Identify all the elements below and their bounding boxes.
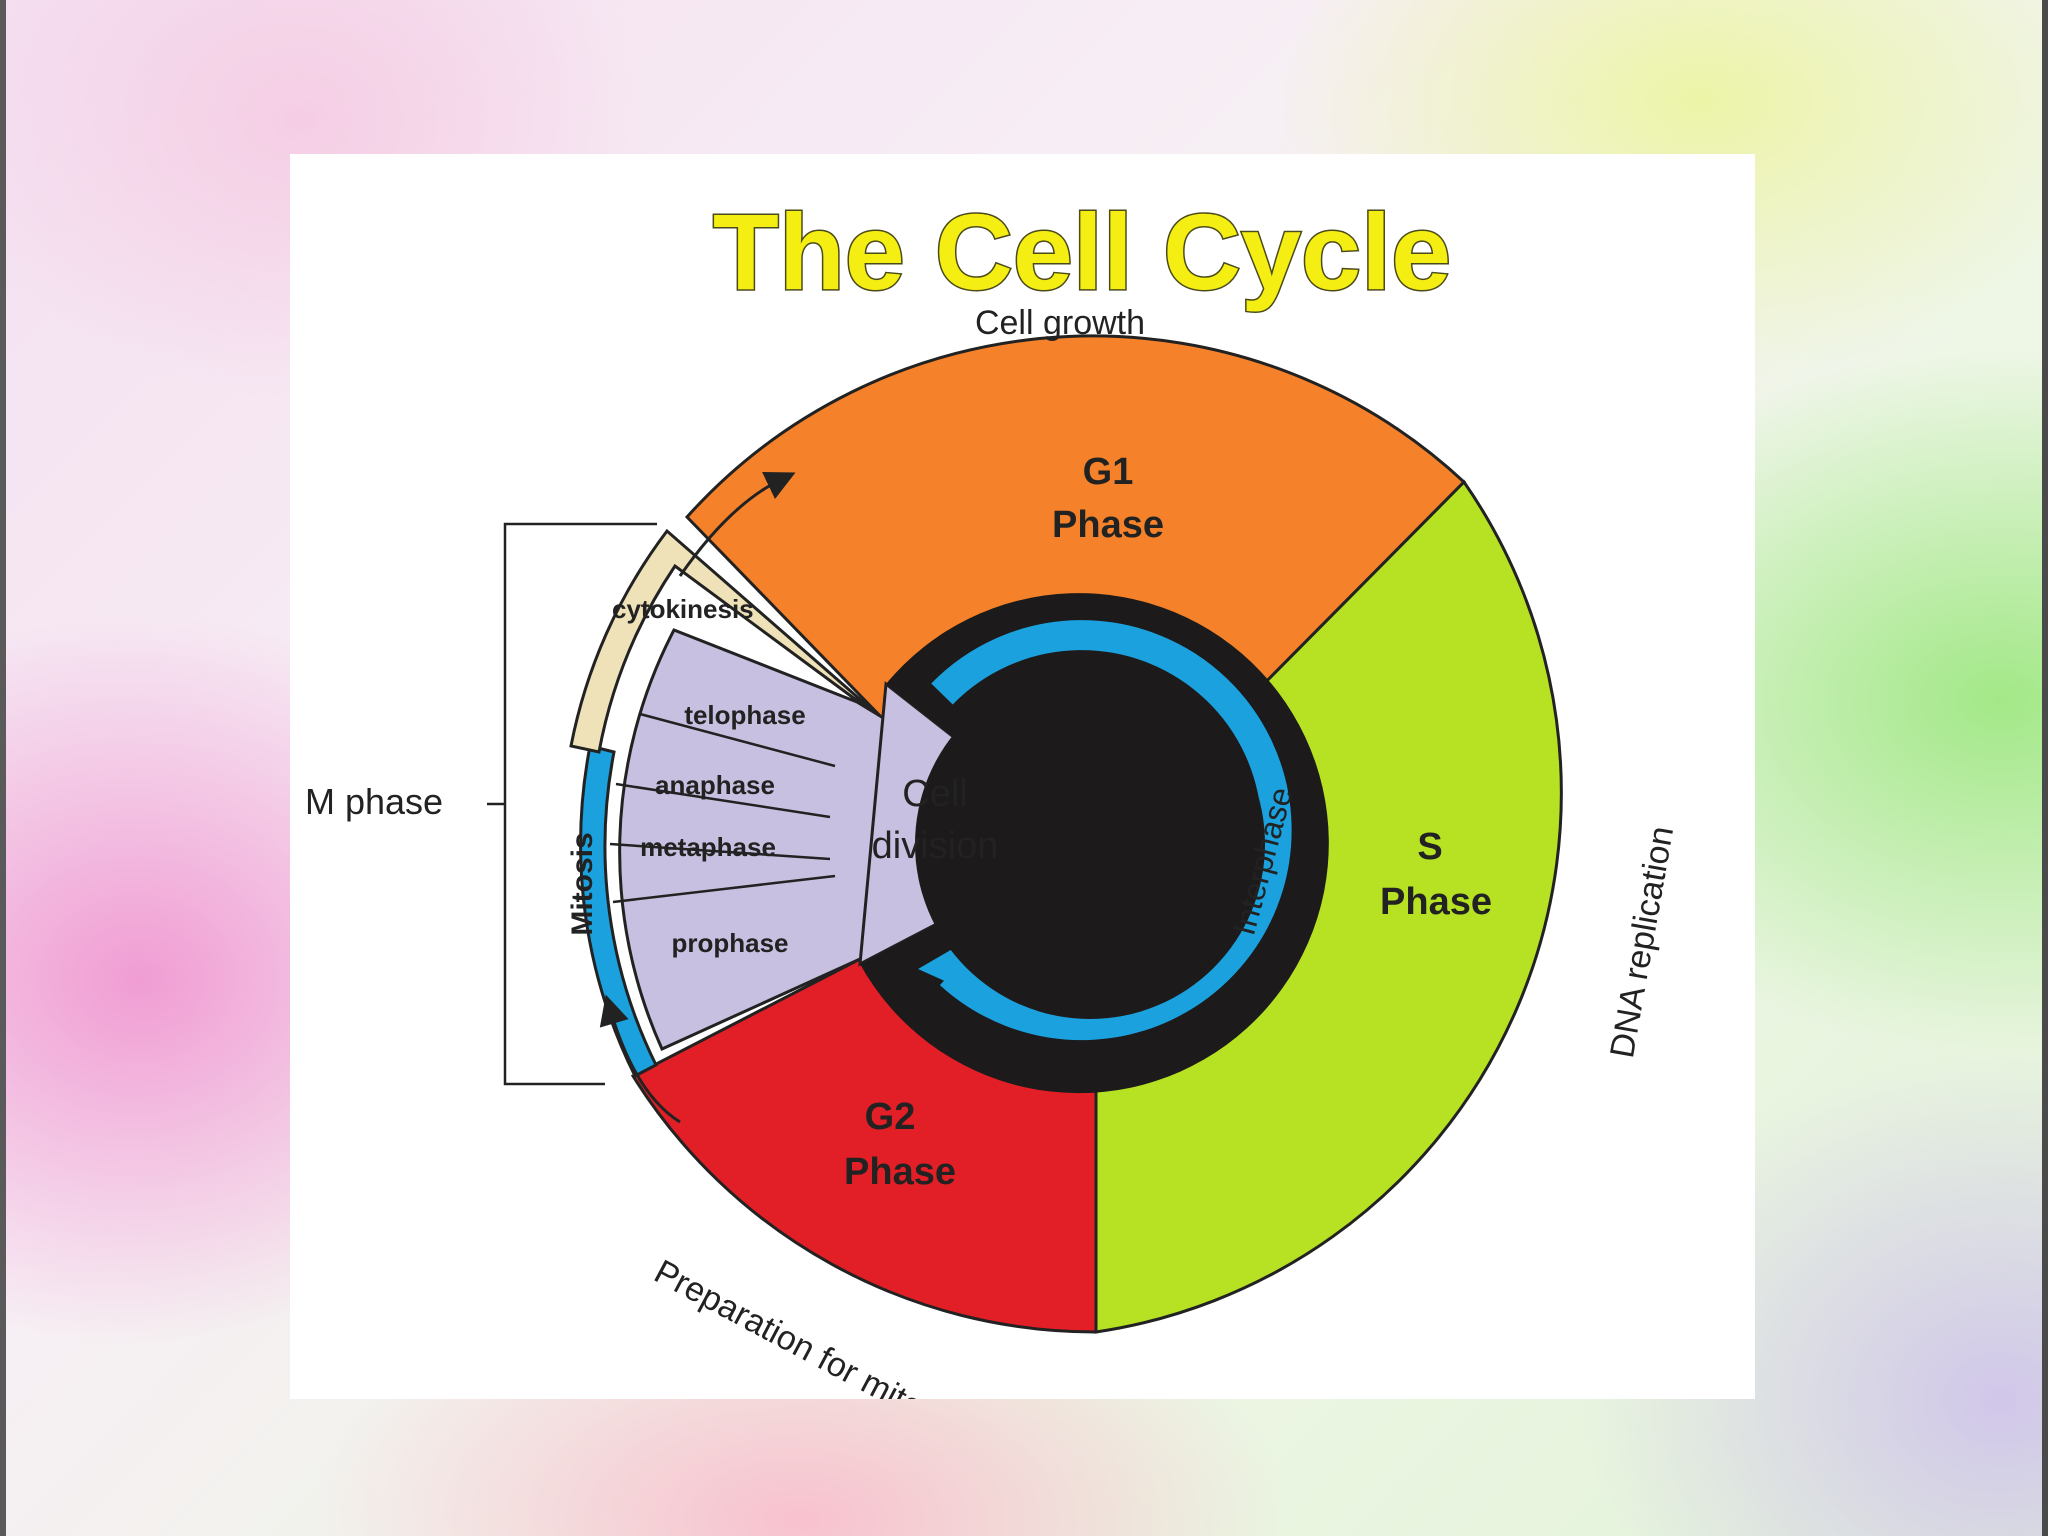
- m-phase-bracket: [487, 522, 657, 1086]
- g1-label-line1: G1: [1083, 451, 1134, 493]
- right-frame-edge: [2042, 0, 2048, 1536]
- prophase-label: prophase: [671, 928, 788, 958]
- telophase-label: telophase: [684, 700, 805, 730]
- interphase-center: [915, 669, 1265, 1019]
- cytokinesis-sector: [569, 528, 887, 754]
- mitosis-label: Mitosis: [566, 832, 599, 935]
- diagram-title: The Cell Cycle: [713, 191, 1451, 312]
- divider-metaphase: [609, 842, 831, 861]
- s-label-line1: S: [1417, 826, 1442, 868]
- cell-division-label-line2: division: [872, 825, 999, 867]
- cell-growth-label: Cell growth: [975, 304, 1145, 342]
- mitosis-band: [579, 744, 658, 1079]
- anaphase-label: anaphase: [655, 770, 775, 800]
- divider-prophase: [612, 874, 836, 904]
- g2-label-line1: G2: [865, 1096, 916, 1138]
- divider-anaphase: [615, 782, 831, 819]
- cytokinesis-label: cytokinesis: [612, 594, 754, 624]
- mitosis-phases-wedge: [618, 628, 1100, 1051]
- slide-card: The Cell Cycle Cell growth G1: [290, 154, 1755, 1399]
- cell-division-label-line1: Cell: [902, 773, 967, 815]
- s-label-line2: Phase: [1380, 881, 1492, 923]
- left-frame-edge: [0, 0, 6, 1536]
- metaphase-label: metaphase: [640, 832, 776, 862]
- divider-telophase: [639, 712, 836, 768]
- cell-cycle-diagram: The Cell Cycle Cell growth G1: [305, 190, 1681, 1400]
- m-phase-label: M phase: [305, 781, 443, 822]
- arrow-to-g1: [678, 471, 796, 577]
- interphase-arrow: [931, 620, 1292, 1041]
- dna-replication-label: DNA replication: [1603, 823, 1681, 1060]
- g1-label-line2: Phase: [1052, 504, 1164, 546]
- arrow-to-mitosis: [599, 994, 681, 1124]
- g2-label-line2: Phase: [844, 1151, 956, 1193]
